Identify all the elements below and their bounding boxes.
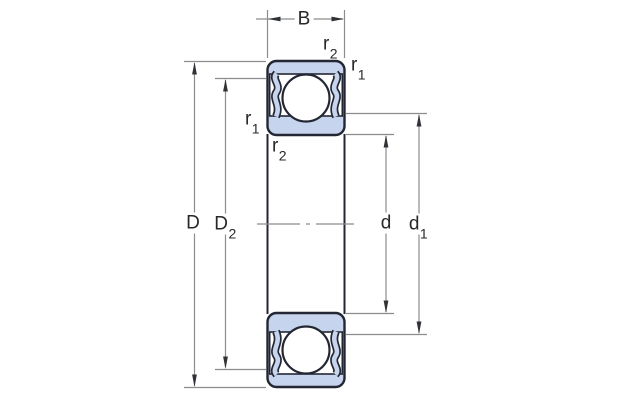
label-chamfer-r2-left-bottom: r2 [271, 135, 287, 163]
arrow-up-d [383, 135, 389, 148]
bearing-section-bottom [266, 311, 346, 389]
bearing-section-top [266, 59, 346, 137]
label-r2-top-text: r [322, 33, 330, 55]
arrowheads [192, 16, 422, 387]
label-r1-left-text: r [244, 108, 252, 130]
arrow-right-B [331, 16, 344, 22]
label-outer-diameter-D: D [183, 212, 203, 234]
label-r1-left-sub: 1 [251, 120, 260, 137]
ball-top [281, 73, 331, 123]
label-chamfer-r2-top: r2 [322, 33, 338, 61]
label-r1-top-right-sub: 1 [357, 66, 366, 83]
label-D-text: D [186, 212, 200, 234]
seal-right-bottom-fill [331, 330, 340, 377]
label-d1-sub: 1 [419, 225, 428, 242]
seal-left-bottom-fill [272, 330, 281, 377]
label-D2-sub: 2 [228, 225, 237, 242]
label-d-text: d [380, 212, 392, 234]
arrow-down-D2 [223, 356, 228, 369]
label-d1-text: d [408, 213, 420, 235]
label-shoulder-diameter-d1: d1 [405, 213, 431, 240]
arrow-down-d1 [416, 321, 422, 334]
arrow-up-d1 [416, 114, 422, 127]
extension-lines [184, 10, 427, 389]
arrow-down-D [192, 374, 197, 387]
seal-left-top-fill [272, 71, 281, 118]
label-width-B-text: B [297, 8, 311, 30]
label-bore-diameter-d: d [377, 212, 395, 234]
label-recess-diameter-D2: D2 [211, 213, 239, 240]
seal-right-top-fill [331, 71, 340, 118]
label-r2-top-sub: 2 [329, 45, 338, 62]
label-D2-text: D [214, 213, 228, 235]
label-chamfer-r1-top-right: r1 [350, 54, 366, 82]
label-r2-left-bottom-sub: 2 [278, 147, 287, 164]
arrow-up-D2 [223, 79, 228, 92]
arrow-down-d [383, 300, 389, 313]
label-r1-top-right-text: r [350, 54, 358, 76]
label-width-B: B [294, 8, 314, 30]
arrow-up-D [192, 62, 197, 75]
ball-bottom [281, 325, 331, 375]
arrow-left-B [268, 16, 281, 22]
label-r2-left-bottom-text: r [271, 135, 279, 157]
label-chamfer-r1-left: r1 [244, 108, 260, 136]
